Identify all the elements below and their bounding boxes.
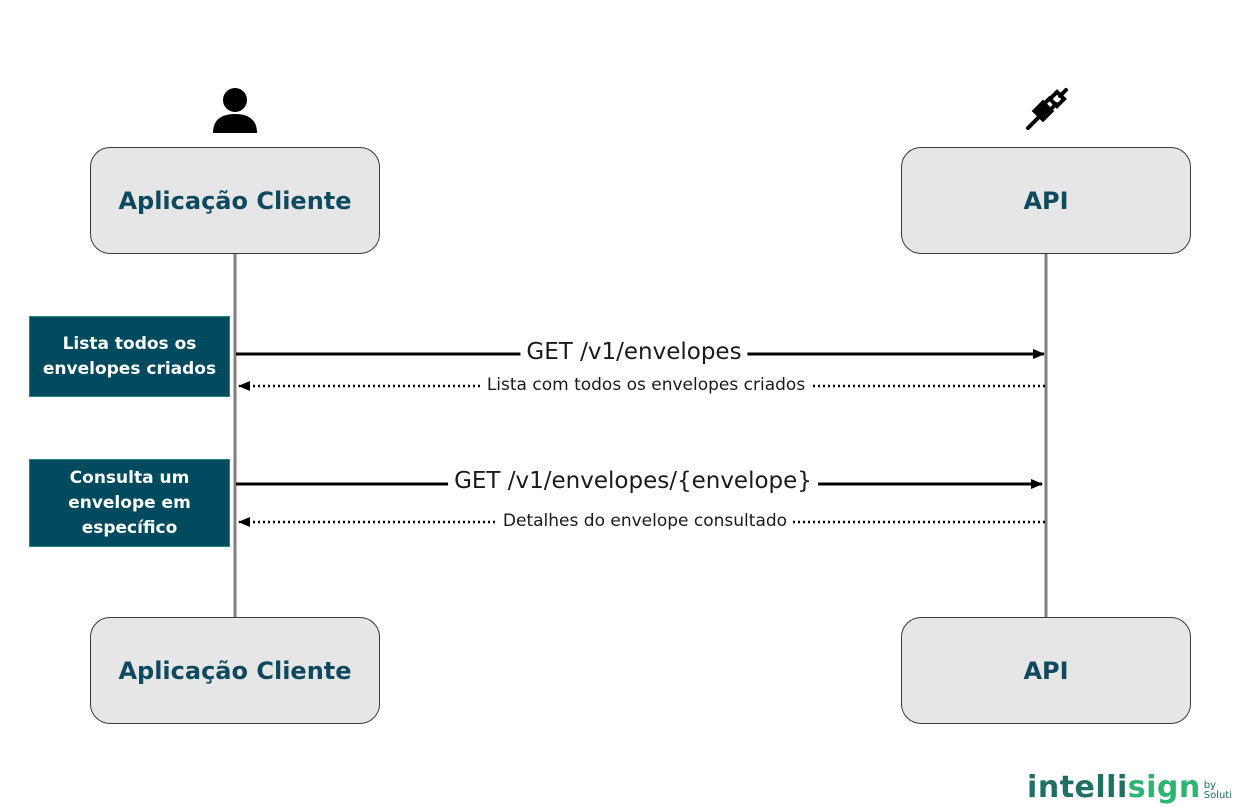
response-list-label: Lista com todos os envelopes criados [481, 377, 811, 394]
logo-by-soluti: by Soluti [1203, 780, 1232, 801]
response-one-label: Detalhes do envelope consultado [497, 513, 793, 530]
participant-client-bottom: Aplicação Cliente [90, 617, 380, 724]
participant-client-top: Aplicação Cliente [90, 147, 380, 254]
note-list-all-text: Lista todos os envelopes criados [42, 333, 217, 379]
note-list-all: Lista todos os envelopes criados [29, 316, 230, 397]
request-one-label: GET /v1/envelopes/{envelope} [448, 470, 818, 493]
note-query-one-text: Consulta um envelope em específico [68, 467, 191, 538]
participant-client-label: Aplicação Cliente [118, 186, 352, 215]
participant-client-label: Aplicação Cliente [118, 656, 352, 685]
user-icon [213, 88, 257, 133]
request-list-label: GET /v1/envelopes [520, 341, 748, 364]
participant-api-label: API [1023, 656, 1069, 685]
participant-api-top: API [901, 147, 1191, 254]
plug-icon [1026, 88, 1068, 130]
note-query-one: Consulta um envelope em específico [29, 459, 230, 547]
logo-wordmark: intellisign [1027, 770, 1201, 805]
participant-api-label: API [1023, 186, 1069, 215]
intellisign-logo: intellisign by Soluti [1027, 773, 1232, 803]
participant-api-bottom: API [901, 617, 1191, 724]
